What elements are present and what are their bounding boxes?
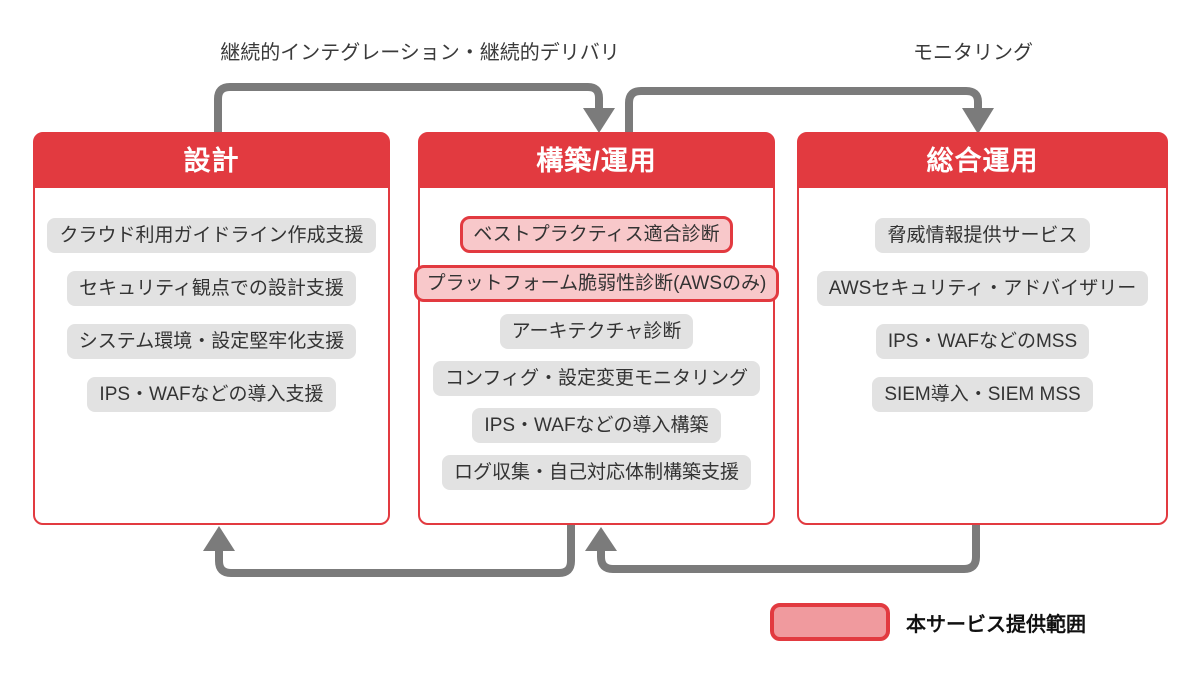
column-build-operate-items: ベストプラクティス適合診断 プラットフォーム脆弱性診断(AWSのみ) アーキテク… [413,188,780,490]
service-pill: システム環境・設定堅牢化支援 [66,324,357,359]
column-design: 設計 クラウド利用ガイドライン作成支援 セキュリティ観点での設計支援 システム環… [33,132,390,525]
column-integrated-operation-items: 脅威情報提供サービス AWSセキュリティ・アドバイザリー IPS・WAFなどのM… [799,188,1166,412]
monitoring-arrow-shaft [625,87,982,133]
feedback-ops-to-build-head [585,527,617,551]
service-pill: SIEM導入・SIEM MSS [872,377,1093,412]
feedback-build-to-design-head [203,526,235,551]
service-pill: 脅威情報提供サービス [875,218,1090,253]
legend-label: 本サービス提供範囲 [906,613,1086,636]
service-pill-highlighted: プラットフォーム脆弱性診断(AWSのみ) [413,265,780,302]
column-build-operate: 構築/運用 ベストプラクティス適合診断 プラットフォーム脆弱性診断(AWSのみ)… [413,132,780,525]
service-pill: アーキテクチャ診断 [499,314,694,349]
column-integrated-operation-header: 総合運用 [799,134,1166,188]
service-pill: セキュリティ観点での設計支援 [67,271,356,306]
service-pill-highlighted: ベストプラクティス適合診断 [460,216,733,253]
column-integrated-operation: 総合運用 脅威情報提供サービス AWSセキュリティ・アドバイザリー IPS・WA… [797,132,1168,525]
service-pill: AWSセキュリティ・アドバイザリー [816,271,1149,306]
service-pill: IPS・WAFなどの導入構築 [472,408,721,443]
legend: 本サービス提供範囲 [770,603,1086,641]
service-pill: クラウド利用ガイドライン作成支援 [47,218,376,253]
service-pill: IPS・WAFなどの導入支援 [87,377,336,412]
service-pill: IPS・WAFなどのMSS [875,324,1090,359]
feedback-build-to-design-shaft [215,523,575,577]
ci-cd-arrow-head [583,108,615,133]
monitoring-arrow-head [962,108,994,134]
column-design-items: クラウド利用ガイドライン作成支援 セキュリティ観点での設計支援 システム環境・設… [35,188,388,412]
ci-cd-arrow-label: 継続的インテグレーション・継続的デリバリ [220,42,620,64]
legend-swatch [770,603,890,641]
service-pill: コンフィグ・設定変更モニタリング [432,361,761,396]
feedback-ops-to-build-shaft [597,523,980,573]
ci-cd-arrow-shaft [214,83,603,133]
column-design-header: 設計 [35,134,388,188]
service-pill: ログ収集・自己対応体制構築支援 [441,455,751,490]
column-build-operate-header: 構築/運用 [420,134,773,188]
monitoring-arrow-label: モニタリング [913,42,1033,64]
